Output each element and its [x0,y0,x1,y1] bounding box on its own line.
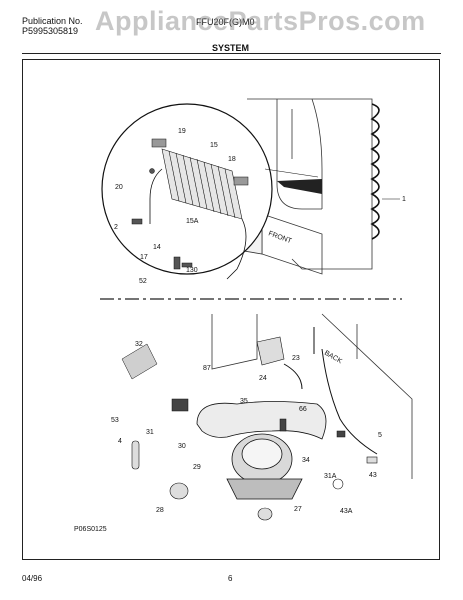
callout-34: 34 [302,457,310,464]
callout-28: 28 [156,507,164,514]
back-label: BACK [323,350,343,366]
callout-14: 14 [153,244,161,251]
overload-relay [256,336,285,366]
callout-1: 1 [402,196,406,203]
callout-29: 29 [193,464,201,471]
callout-30: 30 [178,443,186,450]
callout-2: 2 [114,224,118,231]
compressor [196,401,327,500]
callout-31: 31 [146,429,154,436]
callout-43a: 43A [340,508,353,515]
publication-number: P5995305819 [22,26,79,36]
condenser-mount-bracket [151,138,249,186]
callout-130: 130 [186,267,198,274]
callout-15a: 15A [186,218,199,225]
screw-and-clip-parts [131,168,193,270]
callout-31a: 31A [324,473,337,480]
diagram-frame [22,59,440,560]
callout-4: 4 [118,438,122,445]
callout-52: 52 [139,278,147,285]
section-title: SYSTEM [212,43,250,53]
callout-15: 15 [210,142,218,149]
page-number: 6 [228,574,233,583]
front-label: FRONT [267,230,293,245]
condenser-tubing [149,168,247,280]
callout-35: 35 [240,398,248,405]
callout-20: 20 [115,184,123,191]
callout-66: 66 [299,406,307,413]
callout-17: 17 [140,254,148,261]
model-number: FFU20F(G)M0 [196,17,255,27]
drawing-code: P06S0125 [74,526,107,533]
footer-date: 04/96 [22,574,43,583]
callout-19: 19 [178,128,186,135]
callout-24: 24 [259,375,267,382]
condenser-coil [370,103,380,240]
exploded-parts-diagram: 19 15 18 20 15A 2 14 17 130 52 1 FRONT 3… [74,98,413,533]
drier-and-fittings [131,440,378,521]
header-rule [22,53,441,54]
callout-27: 27 [294,506,302,513]
callout-43: 43 [369,472,377,479]
wiring-harness [283,327,378,455]
callout-23: 23 [292,355,300,362]
watermark: AppliancePartsPros.com [95,6,426,36]
callout-32: 32 [135,341,143,348]
callout-5: 5 [378,432,382,439]
cabinet-lower-corner [211,313,413,479]
relay-and-switch-parts [121,343,346,438]
callout-53: 53 [111,417,119,424]
callout-87: 87 [203,365,211,372]
publication-label: Publication No. [22,16,83,26]
callout-18: 18 [228,156,236,163]
